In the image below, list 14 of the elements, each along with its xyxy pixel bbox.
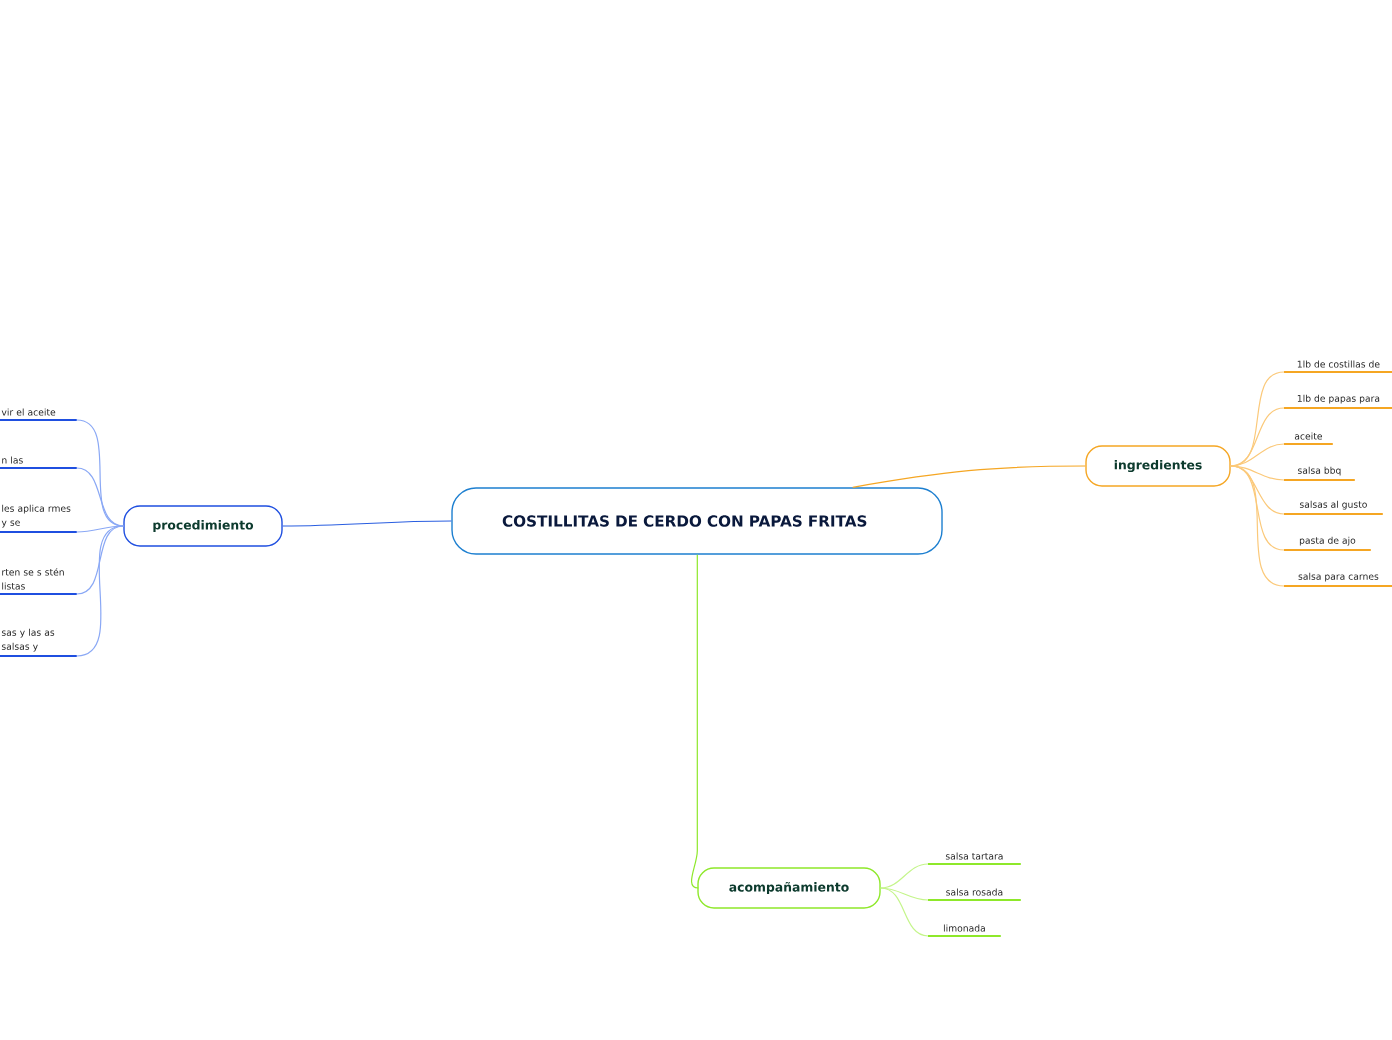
connector-line xyxy=(852,465,1086,488)
connector-line xyxy=(880,887,929,937)
connector-line xyxy=(76,525,124,533)
connector-line xyxy=(880,863,929,889)
connector-line xyxy=(1230,407,1285,467)
connector-line xyxy=(690,554,699,889)
connector-line xyxy=(76,525,124,595)
connector-line xyxy=(1230,465,1285,515)
connector-line xyxy=(880,887,929,901)
connector-line xyxy=(282,520,452,527)
connector-line xyxy=(1230,443,1285,467)
connector-line xyxy=(76,525,124,657)
connector-line xyxy=(1230,465,1285,587)
connector-line xyxy=(76,467,124,527)
